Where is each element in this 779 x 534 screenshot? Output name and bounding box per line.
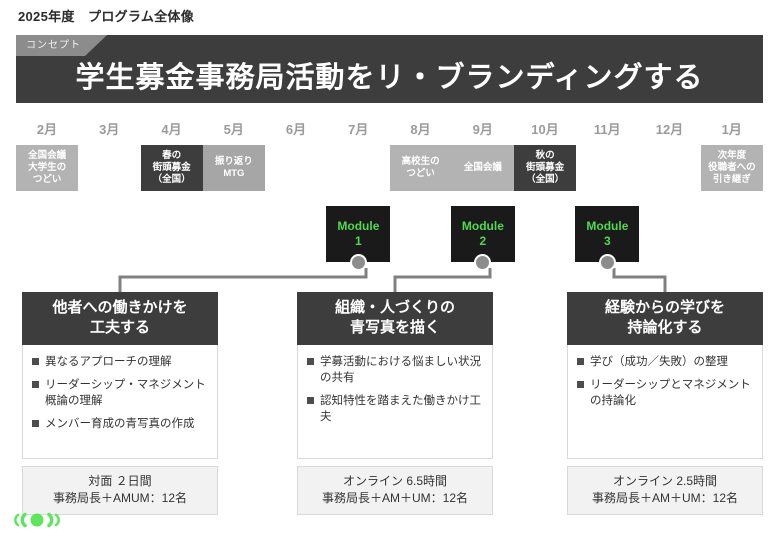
event-chip: 振り返り MTG <box>202 145 265 191</box>
module-box-1[interactable]: Module 1 <box>326 206 391 262</box>
concept-banner: コンセプト 学生募金事務局活動をリ・ブランディングする <box>16 35 763 103</box>
module-box-3[interactable]: Module 3 <box>575 206 640 262</box>
bullet-text: 学び（成功／失敗）の整理 <box>590 356 728 368</box>
module-box-2[interactable]: Module 2 <box>450 206 515 262</box>
module-panel-2: 組織・人づくりの 青写真を描く学募活動における悩ましい状況の共有認知特性を踏まえ… <box>297 292 493 459</box>
event-chip: 全国会議 <box>451 145 514 191</box>
square-bullet-icon <box>577 381 584 388</box>
month-label-10: 11月 <box>593 122 621 137</box>
concept-headline: 学生募金事務局活動をリ・ブランディングする <box>75 62 704 94</box>
event-chip: 高校生の つどい <box>389 145 452 191</box>
bullet-item: 異なるアプローチの理解 <box>32 354 209 370</box>
brand-logo-mark-icon <box>14 512 60 528</box>
month-label-7: 8月 <box>410 122 431 137</box>
month-label-6: 7月 <box>348 122 369 137</box>
month-axis: 2月 3月 4月 5月 6月 7月 8月 9月 10月 11月 12月 1月 <box>16 119 763 139</box>
bullet-item: 認知特性を踏まえた働きかけ工夫 <box>307 393 484 425</box>
bullet-text: リーダーシップとマネジメントの持論化 <box>590 379 751 407</box>
panel-title: 他者への働きかけを 工夫する <box>22 292 218 345</box>
concept-tab-label: コンセプト <box>16 35 107 56</box>
month-label-5: 6月 <box>285 122 307 137</box>
square-bullet-icon <box>307 397 314 404</box>
bullet-text: リーダーシップ・マネジメント概論の理解 <box>45 379 206 407</box>
bullet-text: 異なるアプローチの理解 <box>45 356 172 368</box>
square-bullet-icon <box>32 358 39 365</box>
bullet-text: メンバー育成の青写真の作成 <box>45 418 195 430</box>
month-label-2: 3月 <box>99 122 120 137</box>
event-chip: 春の 街頭募金 （全国） <box>140 145 203 191</box>
square-bullet-icon <box>32 381 39 388</box>
month-label-1: 2月 <box>36 122 58 137</box>
bullet-text: 認知特性を踏まえた働きかけ工夫 <box>320 395 481 423</box>
panel-footer: オンライン 6.5時間 事務局長＋AM＋UM：12名 <box>297 466 493 515</box>
page-title: 2025年度 プログラム全体像 <box>18 9 195 24</box>
panel-bullet-list: 学び（成功／失敗）の整理リーダーシップとマネジメントの持論化 <box>567 345 763 459</box>
panel-title: 組織・人づくりの 青写真を描く <box>297 292 493 345</box>
panel-bullet-list: 異なるアプローチの理解リーダーシップ・マネジメント概論の理解メンバー育成の青写真… <box>22 345 218 459</box>
bullet-item: 学び（成功／失敗）の整理 <box>577 354 754 370</box>
bullet-text: 学募活動における悩ましい状況の共有 <box>320 356 481 384</box>
panel-footer: オンライン 2.5時間 事務局長＋AM＋UM：12名 <box>567 466 763 515</box>
panel-footer: 対面 ２日間 事務局長＋AMUM：12名 <box>22 466 218 515</box>
month-label-12: 1月 <box>721 122 742 137</box>
bullet-item: リーダーシップ・マネジメント概論の理解 <box>32 377 209 409</box>
month-label-8: 9月 <box>472 122 493 137</box>
month-label-11: 12月 <box>655 122 684 137</box>
module-panel-1: 他者への働きかけを 工夫する異なるアプローチの理解リーダーシップ・マネジメント概… <box>22 292 218 459</box>
module-connector-dot-1 <box>351 256 365 269</box>
square-bullet-icon <box>32 420 39 427</box>
event-chip: 次年度 役職者への 引き継ぎ <box>700 145 763 191</box>
month-label-3: 4月 <box>161 122 182 137</box>
module-connector-dot-2 <box>476 256 490 269</box>
month-label-9: 10月 <box>531 122 559 137</box>
square-bullet-icon <box>577 358 584 365</box>
bullet-item: メンバー育成の青写真の作成 <box>32 416 209 432</box>
month-label-4: 5月 <box>223 122 244 137</box>
bullet-item: 学募活動における悩ましい状況の共有 <box>307 354 484 386</box>
panel-title: 経験からの学びを 持論化する <box>567 292 763 345</box>
event-chip: 秋の 街頭募金 （全国） <box>514 145 577 191</box>
module-panel-3: 経験からの学びを 持論化する学び（成功／失敗）の整理リーダーシップとマネジメント… <box>567 292 763 459</box>
event-chip: 全国会議 大学生の つどい <box>16 145 79 191</box>
square-bullet-icon <box>307 358 314 365</box>
bullet-item: リーダーシップとマネジメントの持論化 <box>577 377 754 409</box>
panel-bullet-list: 学募活動における悩ましい状況の共有認知特性を踏まえた働きかけ工夫 <box>297 345 493 459</box>
module-connector-dot-3 <box>600 256 614 269</box>
